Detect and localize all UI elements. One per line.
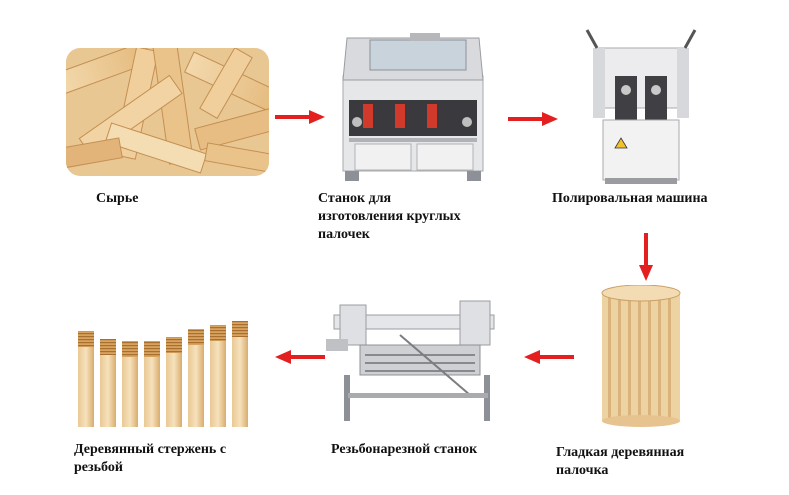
smooth-sticks-image — [600, 285, 682, 428]
threading-machine-image — [320, 295, 512, 425]
step-label-polishing: Полировальная машина — [552, 191, 708, 206]
step-label-threaded-rod: Деревянный стержень с резьбой — [74, 442, 227, 475]
arrow-right-icon — [508, 112, 558, 126]
raw-wood-image — [66, 48, 269, 176]
step-label-raw: Сырье — [96, 191, 139, 206]
step-label-smooth-stick: Гладкая деревянная палочка — [556, 445, 685, 478]
arrow-left-icon — [275, 350, 325, 364]
round-stick-machine-image — [335, 28, 491, 183]
step-label-threading: Резьбонарезной станок — [331, 442, 478, 457]
polishing-machine-image — [585, 28, 697, 186]
arrow-left-icon — [524, 350, 574, 364]
arrow-right-icon — [275, 110, 325, 124]
threaded-rods-image — [70, 315, 260, 427]
arrow-down-icon — [639, 233, 653, 281]
step-label-round-stick-machine: Станок для изготовления круглых палочек — [318, 191, 461, 242]
